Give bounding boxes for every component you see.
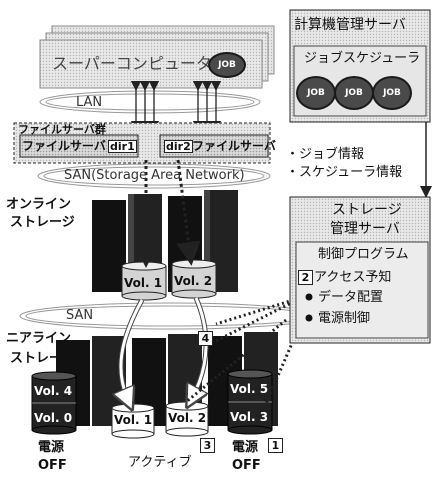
power-off-right-label-1: 電源: [232, 440, 259, 455]
online-vol-1-label: Vol. 1: [124, 276, 163, 290]
access-prediction-label: アクセス予知: [314, 270, 392, 285]
step-4-badge: 4: [198, 331, 213, 346]
power-control-label: 電源制御: [318, 311, 371, 326]
control-program-label: 制御プログラム: [318, 247, 409, 262]
san-lower-label: SAN: [66, 308, 94, 323]
supercomputer-label: スーパーコンピュータ: [52, 54, 212, 73]
san-upper-ellipse: [37, 163, 271, 189]
migration-arrows: [121, 296, 209, 400]
san-lower-ellipse: [19, 302, 321, 330]
nearline-vol-1-label: Vol. 1: [114, 413, 153, 427]
data-placement-label: データ配置: [318, 290, 384, 305]
info-item-scheduler: ・スケジューラ情報: [286, 165, 403, 180]
nearline-storage-label-2: ストレージ: [10, 351, 75, 366]
storage-server-title-2: 管理サーバ: [330, 221, 400, 237]
compute-server-title: 計算機管理サーバ: [294, 17, 406, 33]
lan-arrows: [130, 80, 222, 132]
nearline-vol-2-label: Vol. 2: [168, 411, 207, 425]
file-server-1-label: ファイルサーバ: [22, 139, 106, 153]
step-2-badge: 2: [298, 270, 313, 285]
scheduler-job-badge-1: JOB: [296, 76, 336, 110]
lan-ellipse: [39, 90, 261, 114]
control-program-box: [295, 241, 429, 339]
scheduler-job-badge-3: JOB: [372, 76, 412, 110]
dir1-label: dir1: [108, 140, 137, 153]
step-1-badge: 1: [268, 438, 283, 453]
file-server-2-label: ファイルサーバ: [192, 139, 276, 153]
power-off-left-label-1: 電源: [38, 440, 65, 455]
nearline-vol-0-label: Vol. 0: [34, 411, 73, 425]
supercomputer-job-badge: JOB: [208, 52, 246, 78]
scheduler-job-badge-2: JOB: [334, 76, 374, 110]
online-storage-label-2: ストレージ: [10, 215, 75, 230]
storage-server-title-1: ストレージ: [332, 202, 402, 218]
san-upper-label: SAN(Storage Area Network): [64, 168, 245, 183]
dir2-label: dir2: [164, 140, 193, 153]
nearline-vol-4-0-cylinder: [31, 371, 77, 435]
power-off-right-label-2: OFF: [232, 458, 261, 473]
online-vol-1-cylinder: [121, 261, 167, 301]
nearline-vol-3-label: Vol. 3: [230, 410, 269, 424]
online-storage-label-1: オンライン: [6, 197, 72, 212]
nearline-vol-5-3-cylinder: [227, 369, 273, 435]
job-scheduler-label: ジョブスケジューラ: [304, 51, 421, 66]
online-vol-2-label: Vol. 2: [174, 274, 213, 288]
power-off-left-label-2: OFF: [38, 458, 67, 473]
file-server-group-label: ファイルサーバ群: [18, 123, 106, 136]
step-3-badge: 3: [200, 438, 215, 453]
file-transfer-dotted-arrows: [134, 159, 201, 268]
nearline-storage-label-1: ニアライン: [6, 331, 72, 346]
active-label: アクティブ: [128, 455, 192, 470]
nearline-vol-4-label: Vol. 4: [34, 384, 73, 398]
info-item-job: ・ジョブ情報: [286, 147, 365, 162]
nearline-vol-5-label: Vol. 5: [230, 382, 269, 396]
data-placement-bullet: [305, 293, 313, 301]
lan-label: LAN: [76, 95, 103, 110]
power-control-bullet: [305, 314, 313, 322]
